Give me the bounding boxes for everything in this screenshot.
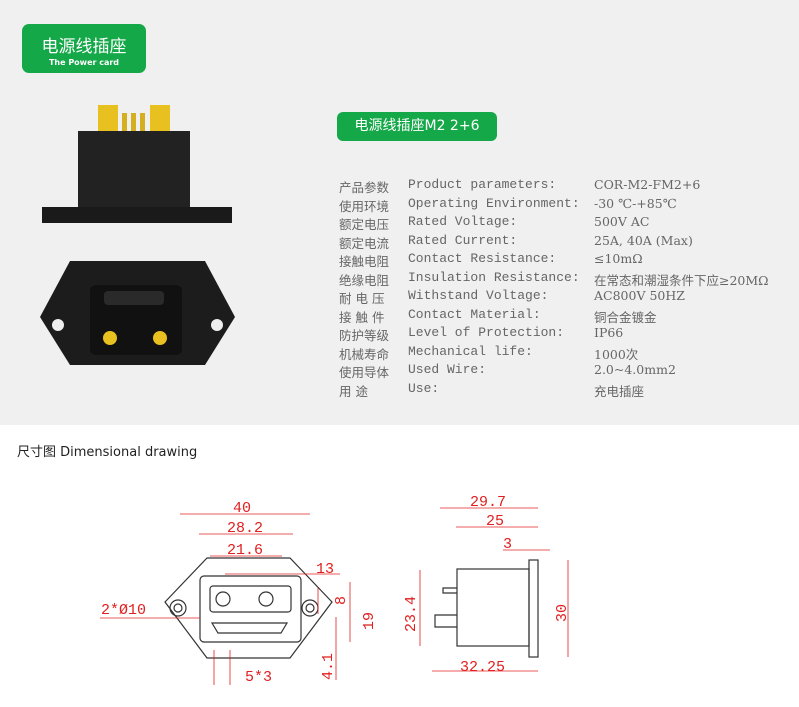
- front-dim-lines: [100, 513, 351, 685]
- spec-en: Product parameters:: [408, 177, 557, 192]
- spec-en: Rated Voltage:: [408, 214, 518, 229]
- spec-cn: 使用导体: [339, 365, 390, 380]
- front-view-photo: [40, 261, 235, 365]
- spec-en: Level of Protection:: [408, 325, 565, 340]
- dim-5x3: 5*3: [245, 669, 272, 686]
- spec-value: 铜合金镀金: [594, 309, 657, 325]
- dim-4-1: 4.1: [320, 653, 337, 680]
- spec-value: -30 ℃-+85℃: [594, 195, 677, 211]
- dim-3: 3: [503, 536, 512, 553]
- badge-subtitle: The Power card: [48, 58, 120, 67]
- badge-title: 电源线插座: [41, 37, 127, 57]
- spec-value: 1000次: [594, 346, 639, 362]
- dim-13: 13: [316, 561, 334, 578]
- spec-value: COR-M2-FM2+6: [594, 177, 701, 192]
- side-outline: [434, 559, 539, 658]
- spec-en: Rated Current:: [408, 232, 518, 248]
- spec-cn: 接触电阻: [339, 254, 390, 269]
- spec-cn: 使用环境: [339, 198, 390, 214]
- spec-cn: 防护等级: [339, 328, 390, 343]
- dim-hole: 2*Ø10: [101, 602, 146, 619]
- spec-cn: 产品参数: [339, 180, 390, 195]
- dim-28-2: 28.2: [227, 520, 263, 537]
- dim-21-6: 21.6: [227, 542, 263, 559]
- model-badge: 电源线插座M2 2+6: [337, 112, 497, 141]
- dim-25: 25: [486, 513, 504, 530]
- spec-cn: 接 触 件: [339, 309, 385, 325]
- spec-en: Use:: [408, 380, 440, 396]
- front-outline: [164, 557, 333, 659]
- spec-value: AC800V 50HZ: [594, 288, 685, 303]
- spec-cn: 额定电压: [339, 217, 390, 232]
- spec-value: ≤10mΩ: [594, 251, 643, 266]
- dim-30: 30: [554, 604, 571, 622]
- dim-29-7: 29.7: [470, 494, 506, 511]
- dim-23-4: 23.4: [403, 596, 420, 632]
- spec-en: Used Wire:: [408, 362, 487, 377]
- spec-cn: 额定电流: [339, 235, 390, 251]
- dim-19: 19: [361, 612, 378, 630]
- spec-en: Withstand Voltage:: [408, 288, 549, 303]
- spec-value: IP66: [594, 325, 624, 340]
- spec-cn: 机械寿命: [339, 346, 390, 362]
- spec-cn: 绝缘电阻: [339, 272, 390, 288]
- product-photos: [40, 105, 235, 365]
- spec-en: Operating Environment:: [408, 195, 580, 211]
- dim-32-25: 32.25: [460, 659, 505, 676]
- spec-cn: 用 途: [339, 383, 368, 399]
- spec-en: Contact Resistance:: [408, 251, 557, 266]
- spec-value: 25A, 40A (Max): [594, 232, 693, 248]
- dim-8: 8: [333, 596, 350, 605]
- spec-value: 在常态和潮湿条件下应≥20MΩ: [594, 272, 769, 288]
- spec-cn: 耐 电 压: [339, 291, 385, 306]
- drawing-title: 尺寸图 Dimensional drawing: [17, 445, 198, 460]
- dimensional-drawing: 40 28.2 21.6 13 2*Ø10 8 19 4.1 5*3 29.7 …: [100, 494, 571, 686]
- dim-40: 40: [233, 500, 251, 517]
- spec-value: 2.0~4.0mm2: [594, 362, 676, 377]
- spec-value: 充电插座: [594, 383, 645, 399]
- title-badge: 电源线插座 The Power card: [22, 24, 146, 73]
- spec-en: Contact Material:: [408, 306, 541, 322]
- spec-en: Mechanical life:: [408, 343, 533, 359]
- spec-value: 500V AC: [594, 214, 650, 229]
- side-dim-lines: [419, 507, 569, 672]
- side-view-photo: [42, 105, 232, 223]
- spec-en: Insulation Resistance:: [408, 269, 580, 285]
